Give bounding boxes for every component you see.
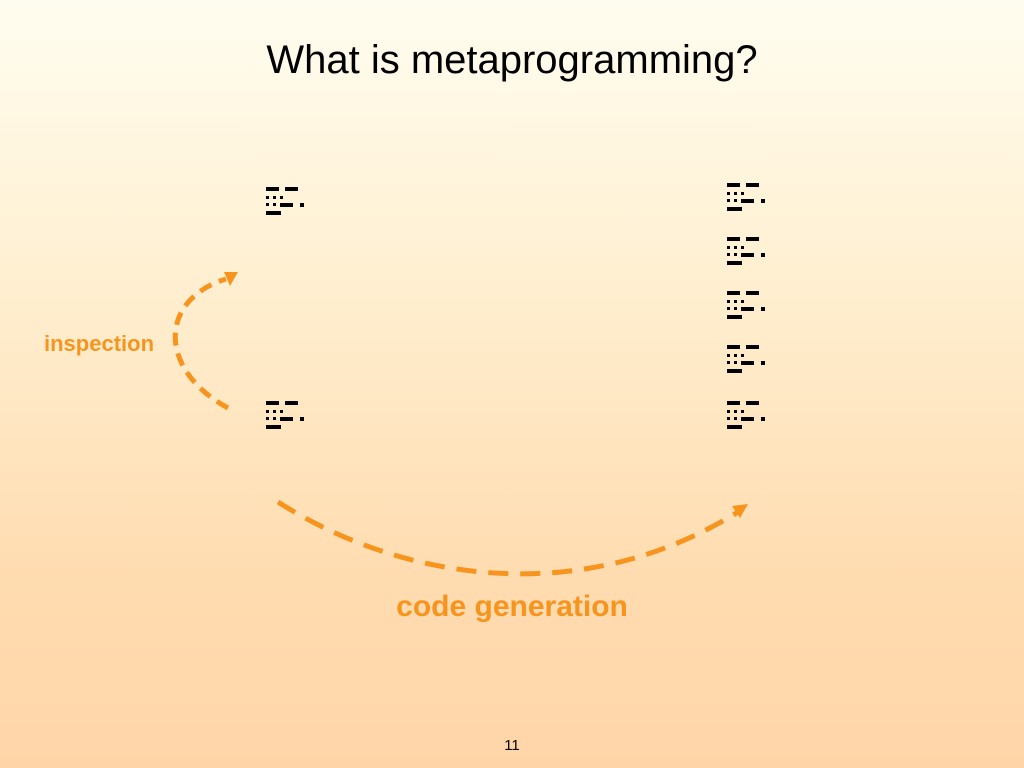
code-generation-arrow [276, 499, 748, 577]
program-right-3 [727, 291, 765, 319]
program-right-1 [727, 183, 765, 211]
program-right-4 [727, 345, 765, 373]
program-stack-right [727, 183, 765, 429]
code-generation-label: code generation [396, 590, 628, 623]
program-bottom-left [266, 401, 304, 429]
slide-title: What is metaprogramming? [266, 38, 758, 82]
program-right-2 [727, 237, 765, 265]
page-number: 11 [504, 737, 520, 754]
program-right-5 [727, 401, 765, 429]
program-top-left [266, 187, 304, 215]
inspection-arrow [172, 272, 238, 411]
inspection-label: inspection [44, 331, 155, 356]
